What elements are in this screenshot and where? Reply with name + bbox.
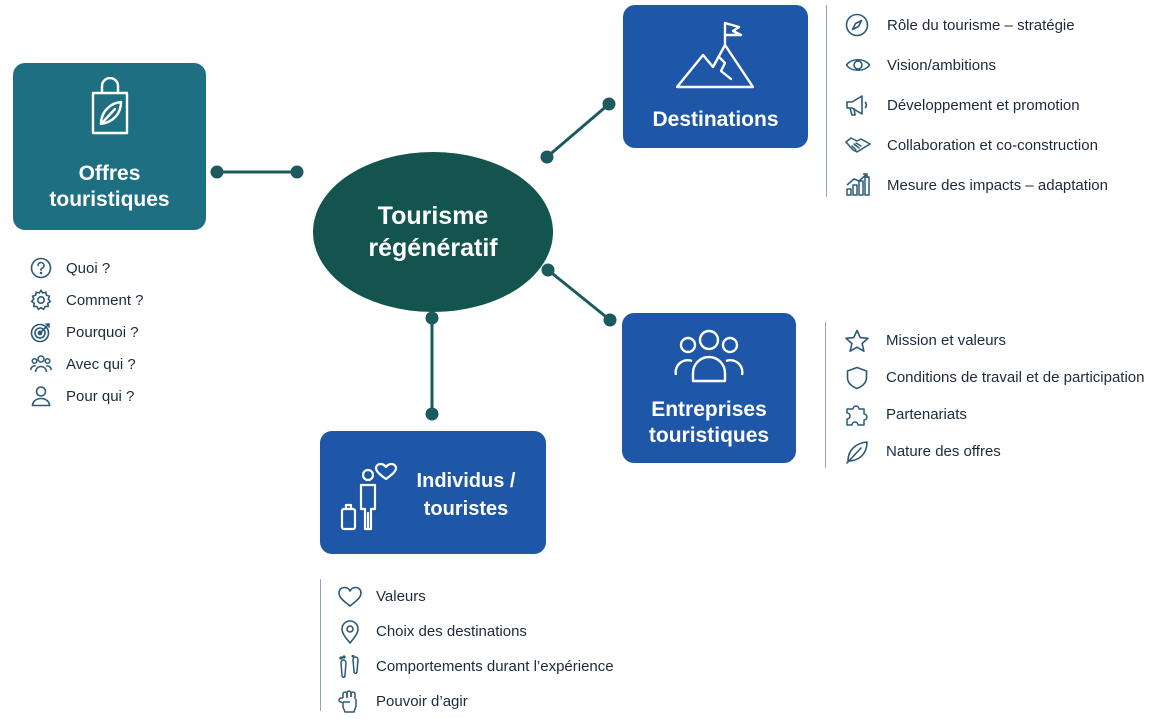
entreprises-list: Mission et valeurs Conditions de travail… <box>825 322 1145 468</box>
compass-icon <box>845 13 869 37</box>
list-item: Comportements durant l’expérience <box>337 649 614 684</box>
list-item-label: Collaboration et co-construction <box>887 136 1098 154</box>
megaphone-icon <box>846 95 868 116</box>
list-item-label: Développement et promotion <box>887 96 1080 114</box>
shield-icon <box>846 366 868 389</box>
eye-icon <box>845 58 871 72</box>
footprints-icon <box>339 654 359 678</box>
individus-list: Valeurs Choix des destinations Comportem… <box>320 579 614 713</box>
handshake-icon <box>845 137 871 153</box>
list-item: Pourquoi ? <box>30 316 144 348</box>
entreprises-box: Entreprises touristiques <box>622 313 796 463</box>
list-item: Collaboration et co-construction <box>845 125 1108 165</box>
list-item: Valeurs <box>337 579 614 614</box>
team-icon <box>674 329 744 383</box>
list-item: Pouvoir d’agir <box>337 684 614 719</box>
individus-title-line1: Individus / <box>416 470 516 492</box>
individus-box: Individus / touristes <box>320 431 546 554</box>
group-icon <box>30 355 52 373</box>
individus-title-line2: touristes <box>423 498 509 520</box>
location-pin-icon <box>341 619 359 644</box>
question-icon <box>30 257 52 279</box>
list-item-label: Mesure des impacts – adaptation <box>887 176 1108 194</box>
leaf-icon <box>846 440 868 464</box>
connector-dot <box>210 165 224 179</box>
destinations-box: Destinations <box>623 5 808 148</box>
connector-entreprises <box>547 268 611 322</box>
list-item: Rôle du tourisme – stratégie <box>845 5 1108 45</box>
list-item-label: Pour qui ? <box>66 387 135 405</box>
star-icon <box>845 329 869 352</box>
offres-list: Quoi ? Comment ? Pourquoi ? Avec qui ? P… <box>30 252 144 412</box>
connector-destinations <box>546 102 610 159</box>
list-item-label: Conditions de travail et de participatio… <box>886 369 1145 386</box>
list-item-label: Comment ? <box>66 291 144 309</box>
list-item-label: Pourquoi ? <box>66 323 139 341</box>
connector-dot <box>603 313 617 327</box>
connector-dot <box>290 165 304 179</box>
connector-dot <box>541 263 555 277</box>
raised-fist-icon <box>338 689 357 713</box>
destinations-title: Destinations <box>652 108 779 131</box>
traveler-heart-icon <box>340 462 398 531</box>
entreprises-title-line2: touristiques <box>648 424 770 447</box>
list-item: Choix des destinations <box>337 614 614 649</box>
list-item: Développement et promotion <box>845 85 1108 125</box>
list-item-label: Valeurs <box>376 588 426 605</box>
offres-box: Offres touristiques <box>13 63 206 230</box>
list-item: Vision/ambitions <box>845 45 1108 85</box>
list-item: Avec qui ? <box>30 348 144 380</box>
list-item-label: Nature des offres <box>886 443 1001 460</box>
entreprises-title-line1: Entreprises <box>651 398 767 421</box>
target-icon <box>30 323 50 343</box>
list-item-label: Comportements durant l’expérience <box>376 658 614 675</box>
person-icon <box>31 386 51 407</box>
puzzle-icon <box>846 404 868 426</box>
list-item: Comment ? <box>30 284 144 316</box>
list-item-label: Mission et valeurs <box>886 332 1007 349</box>
central-title-line1: Tourisme <box>377 202 489 230</box>
list-item: Mission et valeurs <box>844 322 1145 359</box>
offres-title-line2: touristiques <box>49 188 170 211</box>
list-item-label: Choix des destinations <box>376 623 527 640</box>
heart-icon <box>338 586 362 607</box>
gear-icon <box>30 289 52 311</box>
central-title-line2: régénératif <box>368 234 498 262</box>
list-item: Nature des offres <box>844 433 1145 470</box>
list-item: Pour qui ? <box>30 380 144 412</box>
list-item-label: Rôle du tourisme – stratégie <box>887 16 1075 34</box>
destinations-list: Rôle du tourisme – stratégie Vision/ambi… <box>826 5 1108 197</box>
connector-dot <box>540 150 554 164</box>
list-item: Mesure des impacts – adaptation <box>845 165 1108 205</box>
mountain-flag-icon <box>675 21 755 89</box>
list-item-label: Avec qui ? <box>66 355 136 373</box>
list-item-label: Pouvoir d’agir <box>376 693 468 710</box>
shopping-bag-leaf-icon <box>91 77 129 135</box>
list-item: Conditions de travail et de participatio… <box>844 359 1145 396</box>
growth-chart-icon <box>846 173 870 196</box>
connector-dot <box>602 97 616 111</box>
list-item: Partenariats <box>844 396 1145 433</box>
list-item: Quoi ? <box>30 252 144 284</box>
list-item-label: Quoi ? <box>66 259 111 277</box>
list-item-label: Partenariats <box>886 406 967 423</box>
list-item-label: Vision/ambitions <box>887 56 996 74</box>
central-node: Tourisme régénératif <box>313 152 553 312</box>
connector-dot <box>425 407 439 421</box>
offres-title-line1: Offres <box>78 162 141 185</box>
connector-dot <box>425 311 439 325</box>
